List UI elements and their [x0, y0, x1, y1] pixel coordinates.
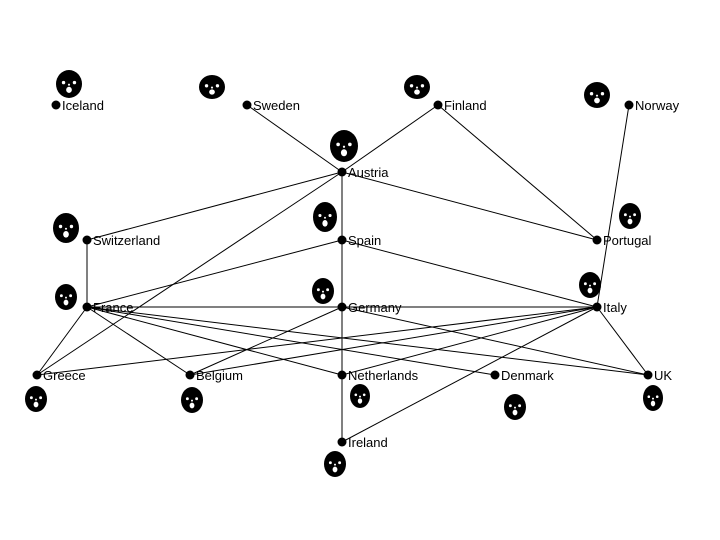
edge-italy-netherlands	[341, 306, 598, 376]
edge-austria-greece	[36, 171, 343, 376]
smiley-face-icon	[404, 75, 430, 99]
node-label-spain: Spain	[348, 233, 381, 248]
node-label-denmark: Denmark	[501, 368, 554, 383]
smiley-face-icon	[25, 386, 47, 412]
node-label-ireland: Ireland	[348, 435, 388, 450]
node-austria[interactable]	[337, 167, 347, 177]
node-label-iceland: Iceland	[62, 98, 104, 113]
node-uk[interactable]	[643, 370, 653, 380]
node-sweden[interactable]	[242, 100, 252, 110]
smiley-face-icon	[504, 394, 526, 420]
smiley-face-icon	[53, 213, 79, 243]
node-belgium[interactable]	[185, 370, 195, 380]
node-finland[interactable]	[433, 100, 443, 110]
node-italy[interactable]	[592, 302, 602, 312]
node-label-greece: Greece	[43, 368, 86, 383]
edge-france-netherlands	[86, 306, 343, 376]
edge-germany-uk	[341, 306, 649, 376]
edge-italy-uk	[596, 306, 649, 376]
node-ireland[interactable]	[337, 437, 347, 447]
node-greece[interactable]	[32, 370, 42, 380]
edge-france-denmark	[86, 306, 496, 376]
edge-france-greece	[36, 306, 88, 376]
node-label-finland: Finland	[444, 98, 487, 113]
node-label-sweden: Sweden	[253, 98, 300, 113]
edge-finland-portugal	[437, 104, 598, 241]
edge-italy-greece	[36, 306, 598, 376]
edge-germany-belgium	[189, 306, 343, 376]
node-label-uk: UK	[654, 368, 672, 383]
smiley-face-icon	[350, 384, 370, 408]
smiley-face-icon	[181, 387, 203, 413]
edge-norway-italy	[596, 104, 630, 308]
node-label-norway: Norway	[635, 98, 680, 113]
edge-finland-austria	[341, 104, 439, 173]
faces-layer	[25, 70, 663, 477]
edge-france-uk	[86, 306, 649, 376]
edge-austria-switzerland	[86, 171, 343, 241]
nodes-layer: Iceland Sweden Finland NorwayAustriaSwitzer…	[32, 98, 680, 450]
node-france[interactable]	[82, 302, 92, 312]
smiley-face-icon	[324, 451, 346, 477]
node-switzerland[interactable]	[82, 235, 92, 245]
smiley-face-icon	[619, 203, 641, 229]
smiley-face-icon	[56, 70, 82, 98]
node-label-belgium: Belgium	[196, 368, 243, 383]
node-label-france: France	[93, 300, 133, 315]
edge-spain-italy	[341, 239, 598, 308]
smiley-face-icon	[55, 284, 77, 310]
node-germany[interactable]	[337, 302, 347, 312]
smiley-face-icon	[330, 130, 358, 162]
edge-italy-belgium	[189, 306, 598, 376]
smiley-face-icon	[199, 75, 225, 99]
node-denmark[interactable]	[490, 370, 500, 380]
edge-austria-portugal	[341, 171, 598, 241]
node-spain[interactable]	[337, 235, 347, 245]
smiley-face-icon	[312, 278, 334, 304]
node-norway[interactable]	[624, 100, 634, 110]
node-label-portugal: Portugal	[603, 233, 652, 248]
node-portugal[interactable]	[592, 235, 602, 245]
edges-layer	[36, 104, 649, 443]
node-iceland[interactable]	[51, 100, 61, 110]
node-label-germany: Germany	[348, 300, 402, 315]
edge-italy-ireland	[341, 306, 598, 443]
edge-france-belgium	[86, 306, 191, 376]
smiley-face-icon	[313, 202, 337, 232]
smiley-face-icon	[584, 82, 610, 108]
node-label-netherlands: Netherlands	[348, 368, 419, 383]
smiley-face-icon	[579, 272, 601, 298]
edge-spain-france	[86, 239, 343, 308]
edge-sweden-austria	[246, 104, 343, 173]
node-label-austria: Austria	[348, 165, 389, 180]
node-label-italy: Italy	[603, 300, 627, 315]
smiley-face-icon	[643, 385, 663, 411]
node-label-switzerland: Switzerland	[93, 233, 160, 248]
node-netherlands[interactable]	[337, 370, 347, 380]
